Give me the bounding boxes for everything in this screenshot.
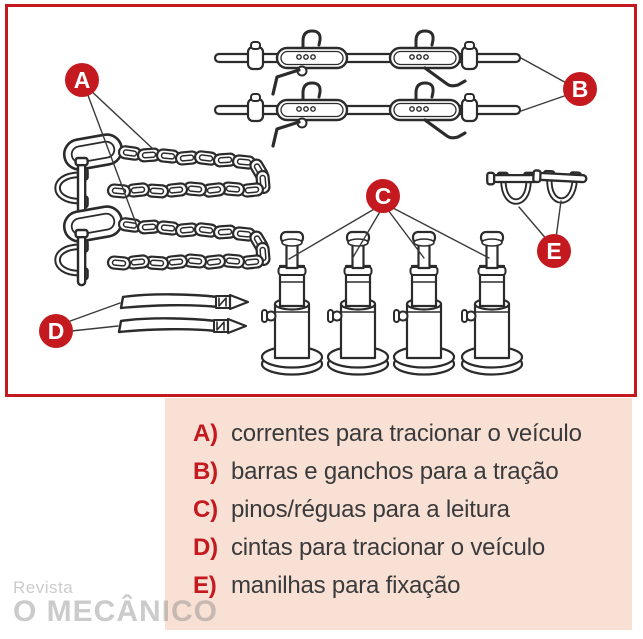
- straps-illustration: [117, 293, 250, 335]
- label-c-badge: C: [366, 179, 400, 213]
- legend-item-d: D) cintas para tracionar o veículo: [193, 534, 632, 572]
- legend-item-e: E) manilhas para fixação: [193, 572, 632, 610]
- legend-item-a: A) correntes para tracionar o veículo: [193, 420, 632, 458]
- legend-key-d: D): [193, 534, 218, 561]
- legend-box: A) correntes para tracionar o veículo B)…: [165, 398, 632, 630]
- label-b-badge: B: [563, 72, 597, 106]
- legend-text-b: barras e ganchos para a tração: [231, 458, 559, 485]
- tools-illustration: [0, 0, 643, 376]
- legend-item-c: C) pinos/réguas para a leitura: [193, 496, 632, 534]
- legend-item-b: B) barras e ganchos para a tração: [193, 458, 632, 496]
- measuring-pins-illustration: [260, 230, 524, 376]
- legend-text-a: correntes para tracionar o veículo: [231, 420, 582, 447]
- magazine-watermark: Revista O MECÂNICO: [13, 578, 218, 629]
- chains-illustration: [58, 130, 272, 285]
- diagram-panel: [5, 4, 637, 397]
- label-a-badge: A: [65, 63, 99, 97]
- legend-text-c: pinos/réguas para a leitura: [231, 496, 510, 523]
- legend-key-b: B): [193, 458, 218, 485]
- legend-key-c: C): [193, 496, 218, 523]
- legend-key-a: A): [193, 420, 218, 447]
- watermark-omecanico: O MECÂNICO: [13, 595, 218, 628]
- traction-bars-illustration: [215, 31, 520, 146]
- legend-key-e: E): [193, 572, 217, 599]
- legend-text-e: manilhas para fixação: [231, 572, 461, 599]
- watermark-revista: Revista: [13, 578, 74, 597]
- legend-text-d: cintas para tracionar o veículo: [231, 534, 545, 561]
- shackles-illustration: [487, 170, 586, 201]
- label-e-badge: E: [537, 234, 571, 268]
- label-d-badge: D: [39, 314, 73, 348]
